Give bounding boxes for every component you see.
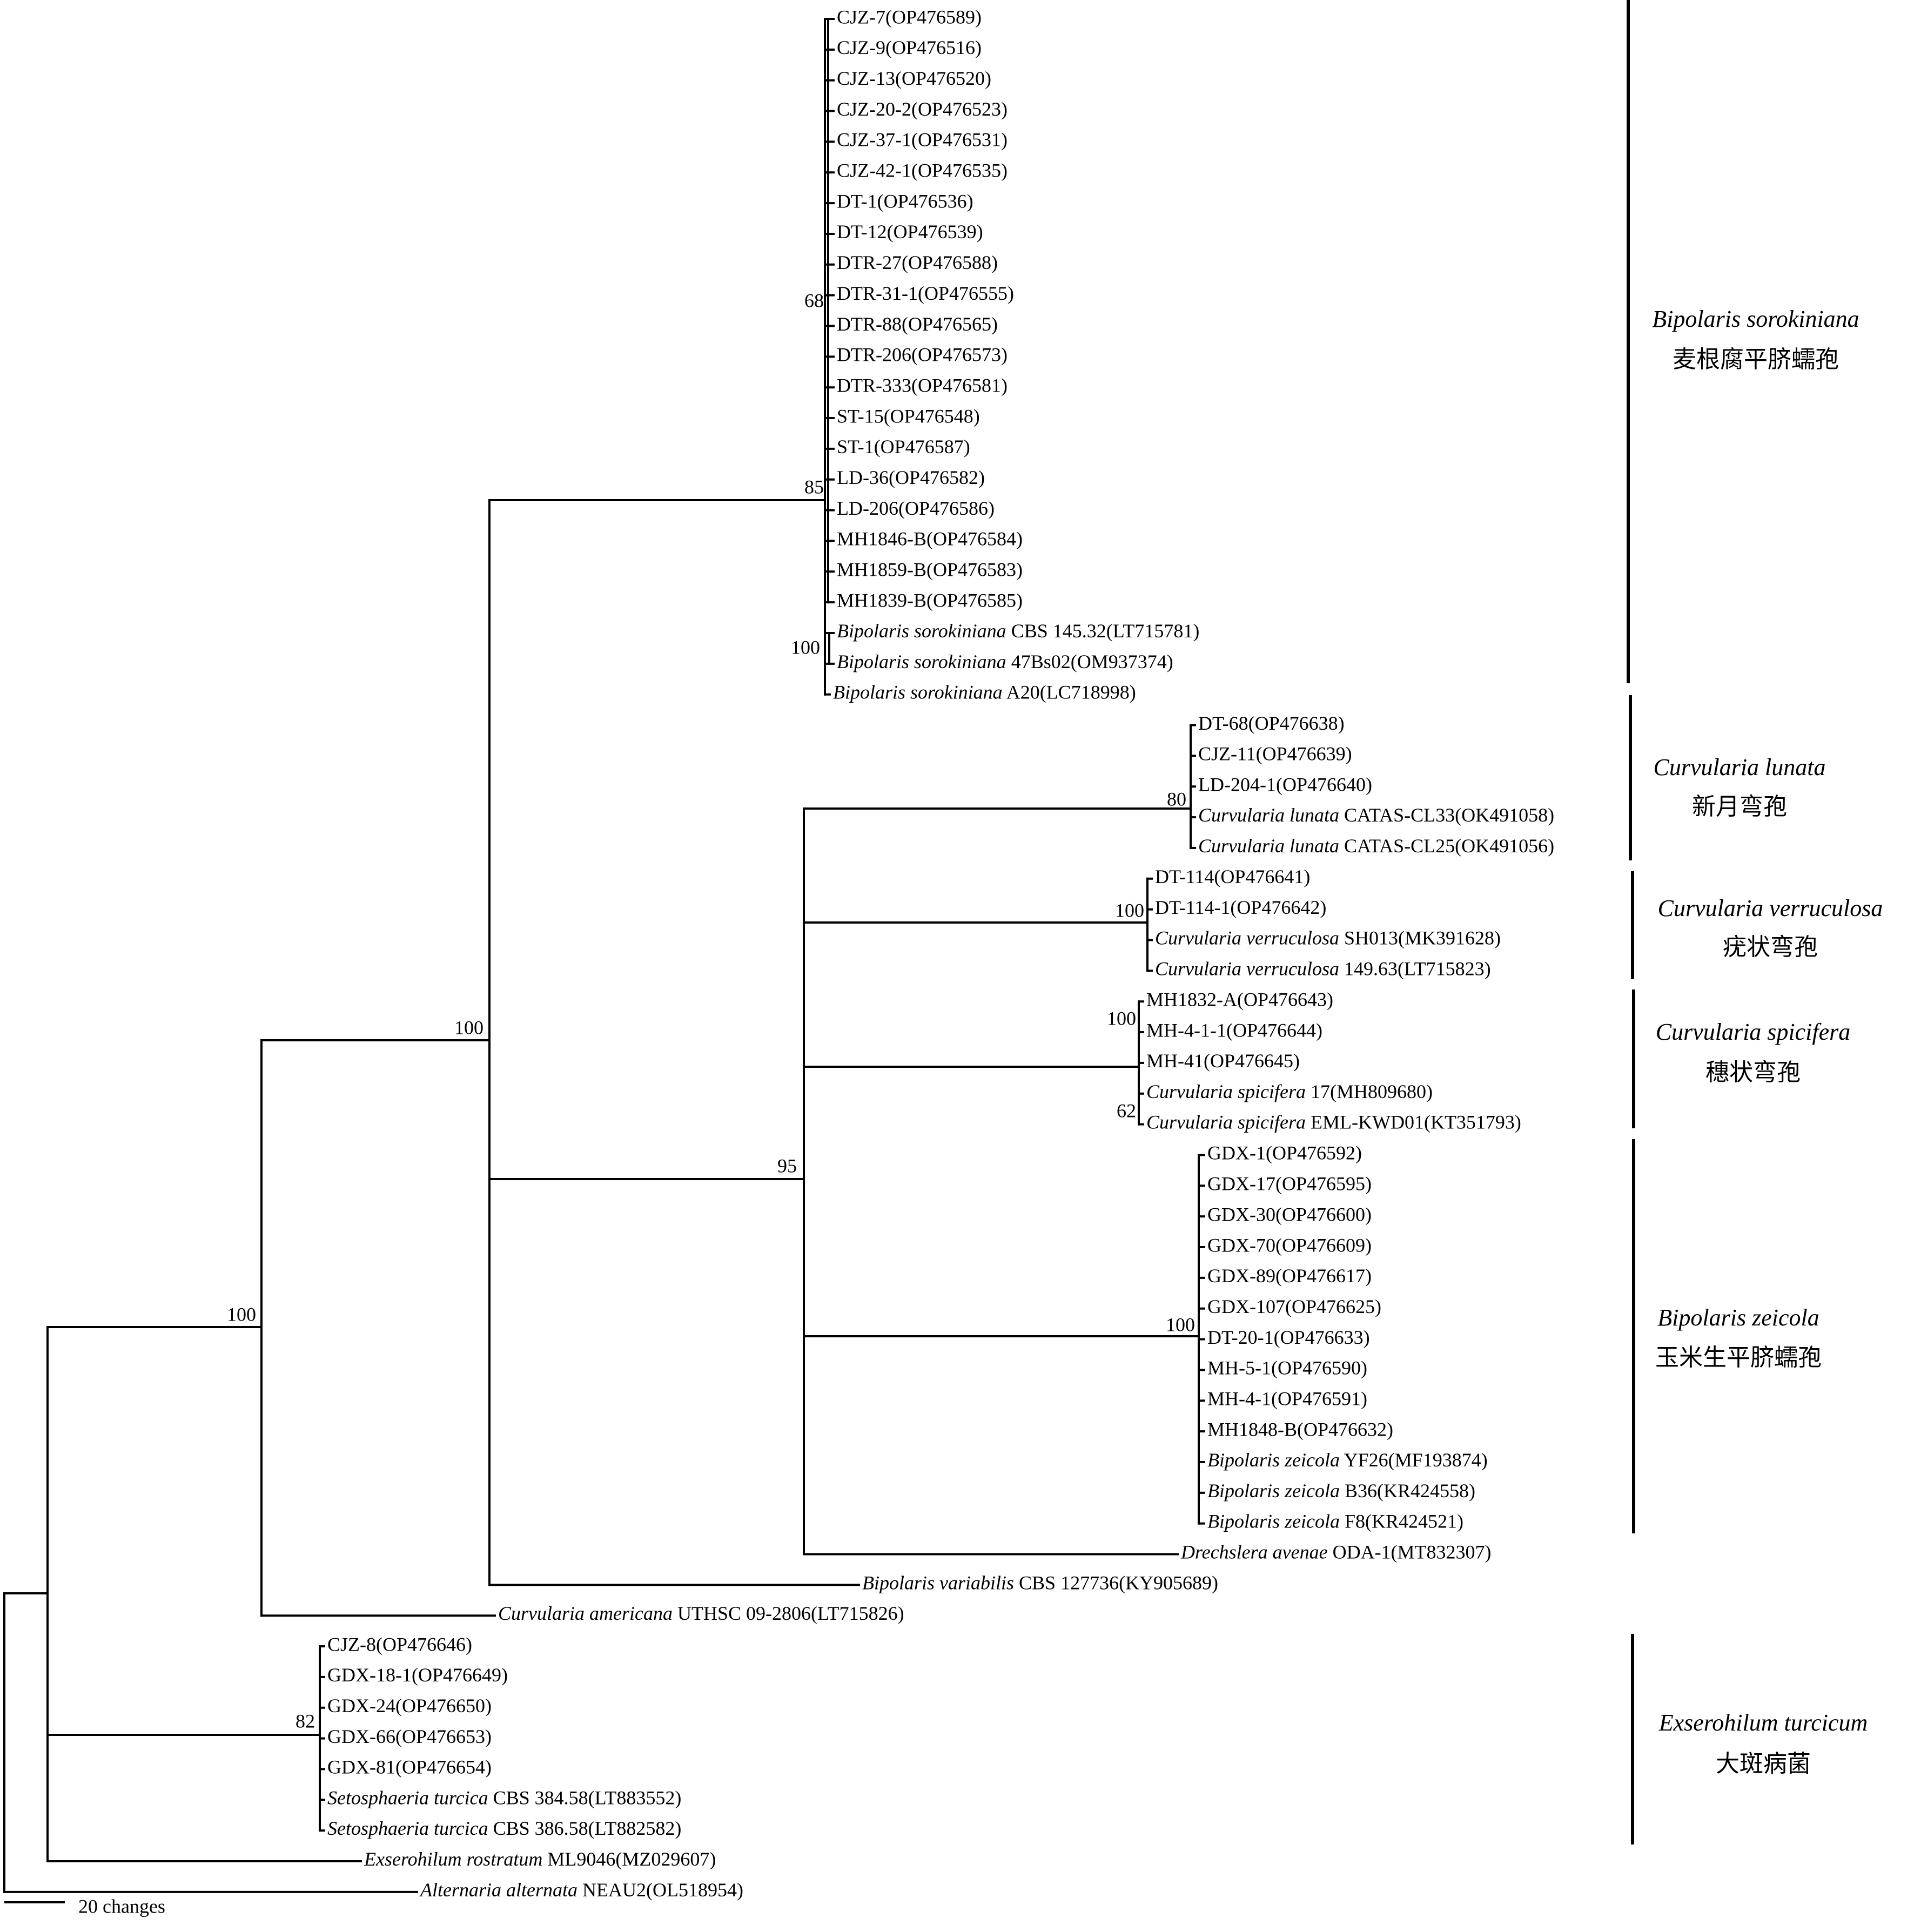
- tip-label: CJZ-13(OP476520): [837, 68, 991, 89]
- tip-label: Curvularia spicifera 17(MH809680): [1146, 1081, 1433, 1102]
- tip-label: Curvularia verruculosa SH013(MK391628): [1155, 927, 1501, 949]
- tip-label: Bipolaris zeicola B36(KR424558): [1207, 1480, 1475, 1502]
- clade-brackets: Bipolaris sorokiniana 麦根腐平脐蠕孢 Curvularia l…: [1627, 0, 1883, 1845]
- tip-label: MH1832-A(OP476643): [1146, 988, 1333, 1010]
- bootstrap-support-values: 68 85 100 80 100 100 62 100 95 100 100 8…: [227, 290, 1195, 1732]
- tip-label: CJZ-9(OP476516): [837, 37, 982, 58]
- clade-name-chinese: 新月弯孢: [1692, 793, 1787, 820]
- tip-label: GDX-1(OP476592): [1207, 1142, 1362, 1164]
- support-value-bipolaris-curvularia: 100: [454, 1017, 483, 1038]
- tip-label: CJZ-7(OP476589): [837, 6, 982, 28]
- tip-label: Alternaria alternata NEAU2(OL518954): [419, 1879, 743, 1901]
- tip-label: Exserohilum rostratum ML9046(MZ029607): [364, 1848, 716, 1870]
- tip-label: Curvularia verruculosa 149.63(LT715823): [1155, 958, 1491, 980]
- tip-label: DT-12(OP476539): [837, 221, 983, 243]
- tip-label: Bipolaris zeicola F8(KR424521): [1207, 1511, 1463, 1532]
- clade-name-chinese: 疣状弯孢: [1723, 933, 1818, 961]
- support-value-spicifera: 100: [1107, 1007, 1136, 1029]
- tip-label: Bipolaris variabilis CBS 127736(KY905689…: [862, 1572, 1218, 1594]
- tip-label: DT-1(OP476536): [837, 190, 973, 212]
- tip-label: ST-15(OP476548): [837, 405, 980, 427]
- support-value-ingroup: 100: [227, 1303, 256, 1325]
- tip-label: CJZ-37-1(OP476531): [837, 129, 1008, 151]
- tip-label: Setosphaeria turcica CBS 386.58(LT882582…: [327, 1817, 681, 1839]
- tip-label: CJZ-20-2(OP476523): [837, 98, 1008, 120]
- clade-name-latin: Bipolaris sorokiniana: [1652, 306, 1859, 332]
- tip-label: MH1859-B(OP476583): [837, 559, 1023, 581]
- tip-label: MH-4-1-1(OP476644): [1146, 1019, 1322, 1041]
- tip-label: DTR-333(OP476581): [837, 374, 1008, 396]
- scale-bar: 20 changes: [4, 1895, 165, 1917]
- tree-branches: [3, 18, 1205, 1893]
- tip-label: GDX-66(OP476653): [327, 1726, 492, 1747]
- support-value-lunata: 80: [1167, 788, 1186, 810]
- support-value-sorokiniana: 85: [804, 476, 824, 497]
- tip-label: CJZ-8(OP476646): [327, 1633, 472, 1655]
- tip-label: GDX-70(OP476609): [1207, 1234, 1372, 1256]
- tip-label: GDX-24(OP476650): [327, 1695, 492, 1716]
- tip-label: GDX-30(OP476600): [1207, 1203, 1372, 1225]
- clade-name-latin: Bipolaris zeicola: [1657, 1304, 1819, 1331]
- clade-name-latin: Curvularia lunata: [1653, 754, 1825, 780]
- tip-label: GDX-107(OP476625): [1207, 1296, 1381, 1317]
- tip-label: Bipolaris sorokiniana A20(LC718998): [833, 682, 1136, 703]
- tip-label: DT-20-1(OP476633): [1207, 1327, 1370, 1348]
- support-value-spicifera-reference: 62: [1117, 1100, 1136, 1121]
- tip-label: Curvularia americana UTHSC 09-2806(LT715…: [498, 1603, 904, 1624]
- support-value-verruculosa: 100: [1115, 899, 1144, 921]
- tip-label: Curvularia lunata CATAS-CL33(OK491058): [1198, 804, 1554, 826]
- tip-label: LD-204-1(OP476640): [1198, 774, 1372, 796]
- tip-label: CJZ-42-1(OP476535): [837, 160, 1008, 181]
- tip-label: DT-114(OP476641): [1155, 866, 1310, 887]
- clade-name-chinese: 玉米生平脐蠕孢: [1655, 1344, 1822, 1371]
- tip-label: DTR-31-1(OP476555): [837, 282, 1014, 304]
- tip-label: LD-36(OP476582): [837, 467, 985, 488]
- tip-label: GDX-81(OP476654): [327, 1756, 492, 1778]
- clade-name-chinese: 麦根腐平脐蠕孢: [1673, 346, 1839, 373]
- tip-label: Bipolaris sorokiniana CBS 145.32(LT71578…: [837, 620, 1199, 642]
- tip-label: MH-4-1(OP476591): [1207, 1388, 1367, 1410]
- tip-label: MH1846-B(OP476584): [837, 528, 1023, 550]
- tip-label: Bipolaris sorokiniana 47Bs02(OM937374): [837, 651, 1173, 672]
- tip-label: MH-41(OP476645): [1146, 1050, 1300, 1072]
- support-value-sorokiniana-reference: 100: [791, 636, 820, 658]
- support-value-zeicola: 100: [1166, 1314, 1195, 1335]
- tip-label: CJZ-11(OP476639): [1198, 743, 1352, 765]
- tip-label: Curvularia lunata CATAS-CL25(OK491056): [1198, 835, 1554, 857]
- tip-label: ST-1(OP476587): [837, 436, 970, 457]
- tip-label: MH-5-1(OP476590): [1207, 1357, 1367, 1379]
- clade-name-chinese: 穗状弯孢: [1705, 1059, 1801, 1086]
- tip-label: DT-114-1(OP476642): [1155, 897, 1326, 918]
- support-value-sorokiniana-inner: 68: [804, 290, 824, 311]
- clade-name-latin: Curvularia verruculosa: [1658, 895, 1883, 921]
- tip-label: DT-68(OP476638): [1198, 712, 1345, 734]
- tip-label: Setosphaeria turcica CBS 384.58(LT883552…: [327, 1787, 681, 1809]
- tip-label: MH1848-B(OP476632): [1207, 1418, 1393, 1440]
- tip-label: Bipolaris zeicola YF26(MF193874): [1207, 1449, 1488, 1471]
- tip-label: GDX-17(OP476595): [1207, 1173, 1372, 1195]
- support-value-curvularia-bipolaris-group: 95: [777, 1155, 797, 1176]
- tip-labels: CJZ-7(OP476589) CJZ-9(OP476516) CJZ-13(OP4…: [327, 6, 1554, 1901]
- tip-label: GDX-18-1(OP476649): [327, 1664, 508, 1686]
- tip-label: Curvularia spicifera EML-KWD01(KT351793): [1146, 1112, 1521, 1133]
- tip-label: MH1839-B(OP476585): [837, 589, 1023, 611]
- support-value-turcicum: 82: [296, 1710, 315, 1732]
- tip-label: Drechslera avenae ODA-1(MT832307): [1180, 1541, 1492, 1563]
- tip-label: DTR-88(OP476565): [837, 313, 998, 335]
- clade-name-latin: Exserohilum turcicum: [1658, 1709, 1868, 1736]
- tip-label: DTR-206(OP476573): [837, 344, 1008, 366]
- tip-label: LD-206(OP476586): [837, 497, 995, 519]
- tip-label: DTR-27(OP476588): [837, 252, 998, 273]
- scale-bar-label: 20 changes: [78, 1895, 165, 1917]
- clade-name-latin: Curvularia spicifera: [1656, 1019, 1851, 1045]
- clade-name-chinese: 大斑病菌: [1716, 1750, 1811, 1778]
- tip-label: GDX-89(OP476617): [1207, 1265, 1372, 1287]
